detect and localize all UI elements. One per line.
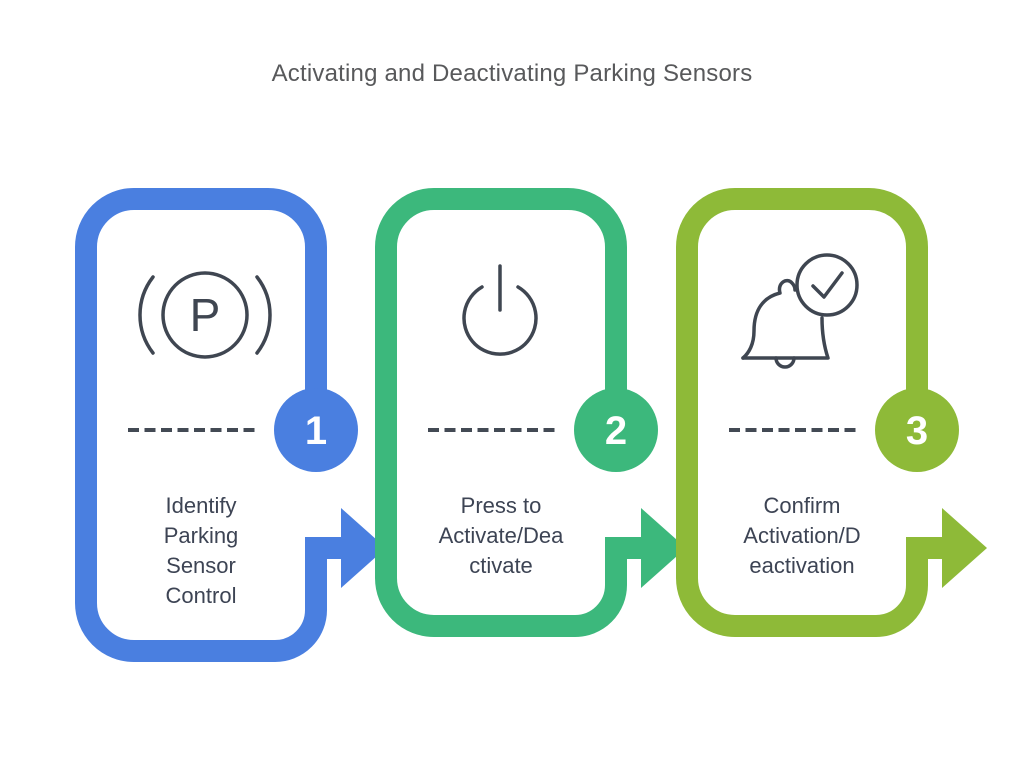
arrow-right-icon (942, 508, 987, 588)
parking-brake-warning-icon: P (138, 271, 272, 359)
step-3-number-badge (875, 388, 959, 472)
step-1-number-badge (274, 388, 358, 472)
step-3-graphic: 3 (676, 188, 987, 637)
step-1-card-outline-and-arrow (75, 188, 343, 662)
step-2: 2 Press to Activate/Dea ctivate (375, 188, 705, 698)
power-button-icon (462, 264, 538, 356)
step-3-number: 3 (906, 409, 928, 453)
step-2-card-outline-and-arrow (375, 188, 643, 637)
step-1-number: 1 (305, 409, 327, 453)
parking-letter: P (190, 289, 221, 341)
step-2-number: 2 (605, 409, 627, 453)
step-2-graphic: 2 (375, 188, 686, 637)
step-3: 3 Confirm Activation/D eactivation (676, 188, 1006, 698)
arrow-right-icon (641, 508, 686, 588)
step-2-number-badge (574, 388, 658, 472)
page-title: Activating and Deactivating Parking Sens… (271, 60, 753, 87)
step-3-label: Confirm Activation/D eactivation (743, 493, 861, 578)
step-1-graphic: 1 P (75, 188, 386, 662)
step-3-card-outline-and-arrow (676, 188, 944, 637)
bell-check-icon (741, 253, 859, 369)
step-2-label: Press to Activate/Dea ctivate (438, 493, 564, 578)
step-1: 1 P Identify Parking Sensor Control (75, 188, 405, 698)
step-1-label: Identify Parking Sensor Control (163, 493, 239, 608)
arrow-right-icon (341, 508, 386, 588)
